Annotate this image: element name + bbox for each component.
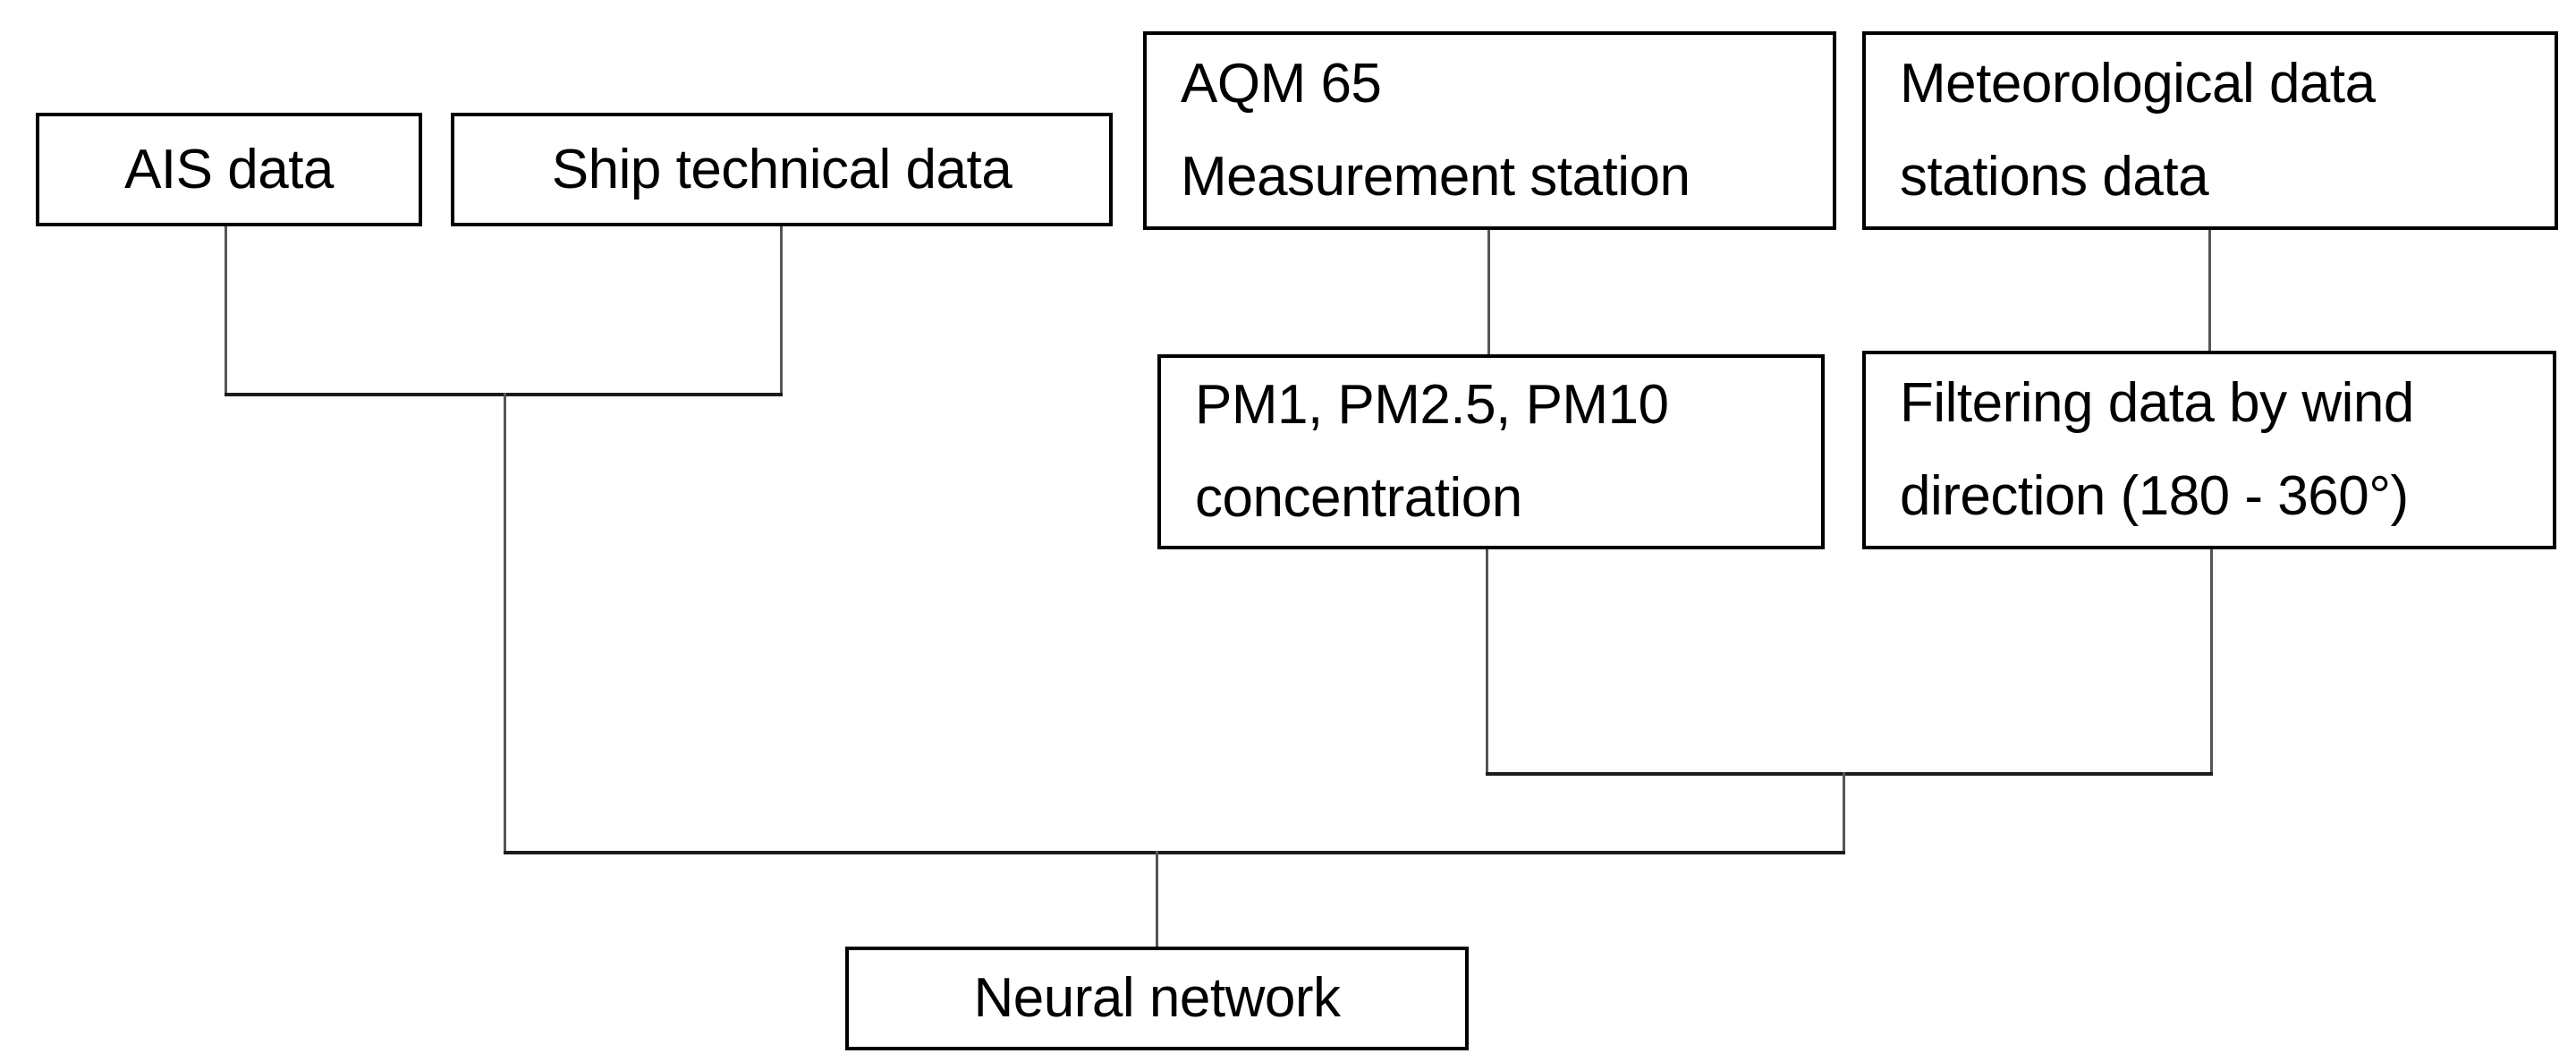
node-neural-network: Neural network [845, 947, 1469, 1050]
connector-main-bus [504, 851, 1845, 854]
connector-pm-down [1486, 549, 1488, 776]
node-filtering-line-2: direction (180 - 360°) [1900, 465, 2409, 527]
node-aqm-line-2: Measurement station [1181, 146, 1690, 208]
connector-filtering-down [2210, 549, 2213, 776]
node-aqm-measurement-station: AQM 65 Measurement station [1143, 31, 1836, 230]
connector-right-join [1486, 772, 2213, 776]
node-pm-line-2: concentration [1195, 467, 1522, 529]
connector-left-join-down [504, 393, 506, 854]
node-aqm-line-1: AQM 65 [1181, 53, 1382, 115]
node-meteorological-line-2: stations data [1900, 146, 2209, 208]
node-ship-technical-data: Ship technical data [451, 113, 1113, 226]
connector-aqm-to-pm [1487, 230, 1490, 354]
node-meteorological-data: Meteorological data stations data [1862, 31, 2558, 230]
node-meteorological-line-1: Meteorological data [1900, 53, 2376, 115]
node-pm-concentration: PM1, PM2.5, PM10 concentration [1157, 354, 1825, 549]
node-ais-data: AIS data [36, 113, 422, 226]
node-ais-data-label: AIS data [124, 138, 334, 200]
node-filtering-line-1: Filtering data by wind [1900, 372, 2414, 434]
connector-ais-down [225, 226, 227, 395]
connector-meteo-to-filtering [2208, 230, 2211, 351]
connector-ship-down [780, 226, 783, 395]
connector-right-join-down [1843, 772, 1845, 854]
connector-to-neural-network [1156, 851, 1158, 947]
node-neural-network-label: Neural network [973, 967, 1341, 1029]
node-filtering-wind-direction: Filtering data by wind direction (180 - … [1862, 351, 2556, 549]
node-ship-technical-data-label: Ship technical data [551, 138, 1013, 200]
node-pm-line-1: PM1, PM2.5, PM10 [1195, 374, 1669, 436]
